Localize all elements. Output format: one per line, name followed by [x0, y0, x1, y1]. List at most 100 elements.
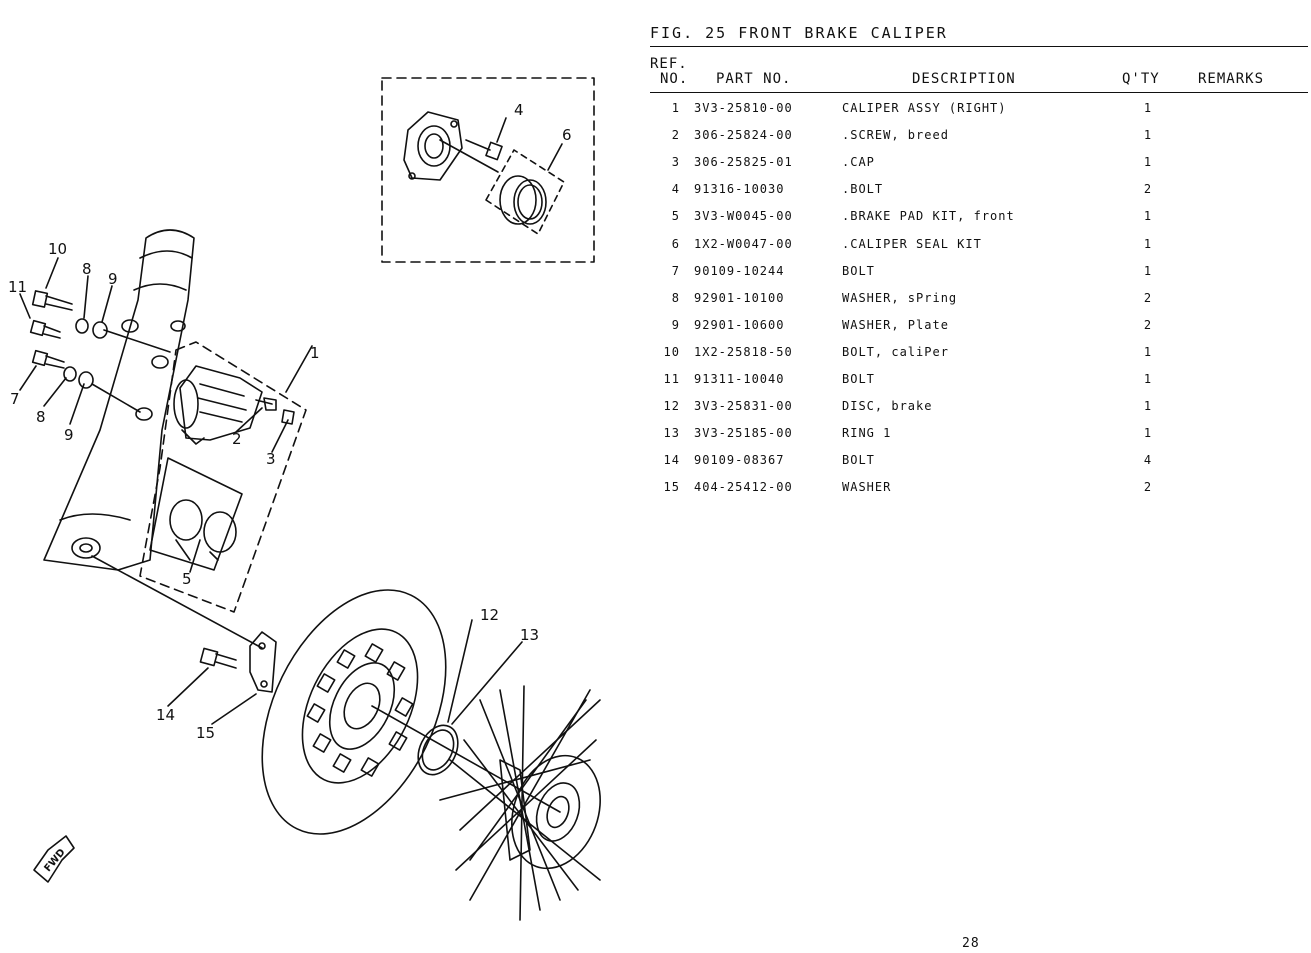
exploded-parts-diagram: 1 2 3 4 5 6 7 8 8 9 9 10 11 12 13 14 15 …	[8, 77, 601, 921]
part-no-cell: 3V3-25810-00	[694, 101, 793, 115]
part-no-cell: 91311-10040	[694, 372, 785, 386]
part-no-cell: 306-25825-01	[694, 155, 793, 170]
spring-washer-8b	[63, 366, 77, 382]
callout-13: 13	[520, 626, 539, 644]
callout-8a: 8	[82, 260, 92, 278]
page-number: 28	[962, 936, 980, 951]
ref-cell: 6	[671, 236, 680, 251]
qty-cell: 1	[1143, 155, 1153, 170]
bleed-cap	[281, 409, 295, 425]
inset-dashed-box	[381, 77, 595, 263]
bleed-screw	[255, 397, 277, 411]
plate-washer-9b	[78, 371, 94, 389]
qty-cell: 2	[1143, 317, 1153, 332]
callout-4: 4	[514, 101, 524, 119]
ref-cell: 9	[671, 317, 680, 332]
inset-seal-kit	[485, 149, 565, 235]
part-no-cell: 3V3-25185-00	[694, 426, 793, 441]
part-no-cell: 1X2-W0047-00	[694, 236, 793, 251]
table-row: 6 1X2-W0047-00 .CALIPER SEAL KIT 1	[650, 237, 1308, 257]
caliper-dashed-group	[139, 341, 307, 613]
callout-7: 7	[10, 390, 20, 408]
ref-cell: 4	[671, 182, 680, 197]
part-no-cell: 92901-10600	[694, 317, 785, 332]
qty-cell: 2	[1143, 290, 1153, 305]
part-no-cell: 92901-10100	[694, 290, 785, 305]
description-cell: RING 1	[842, 426, 892, 441]
table-row: 2 306-25824-00 .SCREW, breed 1	[650, 128, 1308, 148]
qty-cell: 1	[1143, 426, 1153, 441]
inset-bolt	[465, 139, 503, 161]
part-no-cell: 90109-10244	[694, 263, 785, 278]
caliper-body	[173, 365, 263, 445]
part-no-cell: 306-25824-00	[694, 128, 793, 143]
ref-cell: 5	[671, 209, 680, 224]
callout-15: 15	[196, 724, 215, 742]
qty-cell: 1	[1143, 372, 1153, 386]
ref-cell: 12	[663, 399, 680, 414]
title-rule	[650, 46, 1308, 47]
description-cell: .SCREW, breed	[842, 128, 949, 143]
qty-cell: 2	[1143, 480, 1153, 495]
ref-cell: 1	[671, 101, 680, 115]
qty-cell: 1	[1143, 344, 1153, 359]
description-cell: .CAP	[842, 155, 875, 170]
description-cell: BOLT	[842, 263, 875, 278]
qty-cell: 1	[1143, 101, 1153, 115]
ring	[417, 724, 459, 776]
wheel-hub	[439, 685, 601, 921]
fork-leg	[43, 229, 195, 571]
callout-12: 12	[480, 606, 499, 624]
qty-cell: 1	[1143, 236, 1153, 251]
callout-2: 2	[232, 430, 242, 448]
ref-cell: 14	[663, 453, 680, 468]
description-cell: .BRAKE PAD KIT, front	[842, 209, 1015, 224]
callout-11: 11	[8, 278, 27, 296]
table-row: 3 306-25825-01 .CAP 1	[650, 155, 1308, 175]
header-remarks: REMARKS	[1198, 71, 1265, 87]
header-qty: Q'TY	[1122, 71, 1160, 87]
ref-cell: 15	[663, 480, 680, 495]
table-row: 13 3V3-25185-00 RING 1 1	[650, 426, 1308, 446]
description-cell: WASHER, sPring	[842, 290, 958, 305]
ref-cell: 8	[671, 290, 680, 305]
description-cell: .BOLT	[842, 182, 884, 197]
callout-5: 5	[182, 570, 192, 588]
inset-caliper-half	[403, 111, 499, 181]
description-cell: .CALIPER SEAL KIT	[842, 236, 982, 251]
description-cell: WASHER	[842, 480, 892, 495]
brake-pads	[169, 499, 237, 561]
callout-6: 6	[562, 126, 572, 144]
description-cell: BOLT	[842, 453, 875, 468]
part-no-cell: 3V3-25831-00	[694, 399, 793, 414]
ref-cell: 13	[663, 426, 680, 441]
callout-9b: 9	[64, 426, 74, 444]
qty-cell: 1	[1143, 128, 1153, 143]
qty-cell: 2	[1143, 182, 1153, 197]
ref-cell: 2	[671, 128, 680, 143]
callout-9a: 9	[108, 270, 118, 288]
callout-labels: 1 2 3 4 5 6 7 8 8 9 9 10 11 12 13 14 15 …	[8, 101, 572, 874]
ref-cell: 11	[663, 372, 680, 386]
spring-washer-8a	[75, 318, 89, 334]
ref-cell: 10	[663, 344, 680, 359]
header-part-no: PART NO.	[716, 71, 792, 87]
table-row: 8 92901-10100 WASHER, sPring 2	[650, 291, 1308, 311]
ref-cell: 3	[671, 155, 680, 170]
part-no-cell: 90109-08367	[694, 453, 785, 468]
header-ref-line1: REF.	[650, 56, 688, 72]
disc-bolt	[199, 647, 237, 669]
description-cell: DISC, brake	[842, 399, 933, 414]
disc-washer-plate	[249, 631, 277, 693]
callout-3: 3	[266, 450, 276, 468]
header-ref-line2: NO.	[660, 71, 689, 87]
